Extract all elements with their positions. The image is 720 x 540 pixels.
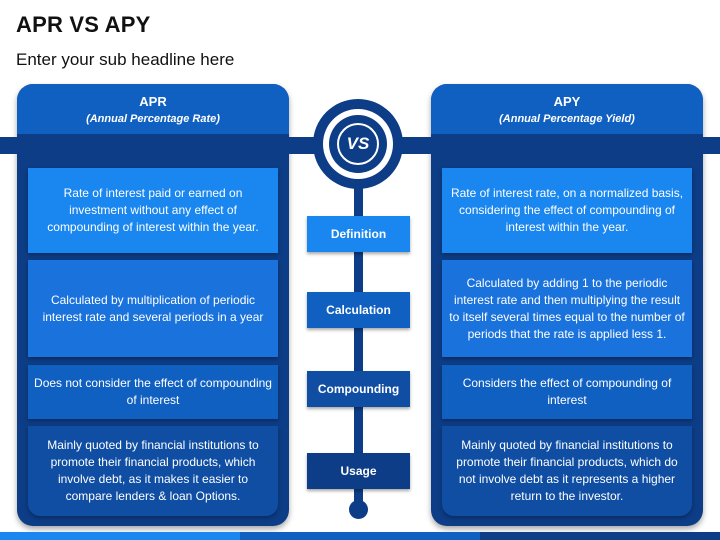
spine-end-dot: [349, 500, 368, 519]
category-calculation: Calculation: [307, 292, 410, 328]
connector-bar-right-overlay: [390, 137, 720, 154]
apy-usage: Mainly quoted by financial institutions …: [442, 426, 692, 516]
slide-title: APR VS APY: [16, 12, 151, 37]
apy-title: APY: [553, 94, 581, 109]
footer-stripe-segment: [480, 532, 720, 540]
category-usage: Usage: [307, 453, 410, 489]
apy-calculation: Calculated by adding 1 to the periodic i…: [442, 260, 692, 357]
apr-definition: Rate of interest paid or earned on inves…: [28, 168, 278, 253]
apy-compounding: Considers the effect of compounding of i…: [442, 365, 692, 419]
apr-header: APR (Annual Percentage Rate): [17, 84, 289, 134]
apr-usage: Mainly quoted by financial institutions …: [28, 426, 278, 516]
footer-stripe-segment: [240, 532, 480, 540]
vs-icon: VS: [337, 123, 379, 165]
connector-bar-left-overlay: [0, 137, 330, 154]
category-definition: Definition: [307, 216, 410, 252]
apr-title: APR: [139, 94, 167, 109]
apy-header: APY (Annual Percentage Yield): [431, 84, 703, 134]
apr-compounding: Does not consider the effect of compound…: [28, 365, 278, 419]
category-compounding: Compounding: [307, 371, 410, 407]
footer-stripe-segment: [0, 532, 240, 540]
center-spine: [354, 186, 363, 504]
apy-subtitle: (Annual Percentage Yield): [499, 113, 635, 125]
apr-subtitle: (Annual Percentage Rate): [86, 113, 220, 125]
apr-calculation: Calculated by multiplication of periodic…: [28, 260, 278, 357]
footer-stripe: [0, 532, 720, 540]
slide-subtitle: Enter your sub headline here: [16, 50, 235, 69]
apy-definition: Rate of interest rate, on a normalized b…: [442, 168, 692, 253]
